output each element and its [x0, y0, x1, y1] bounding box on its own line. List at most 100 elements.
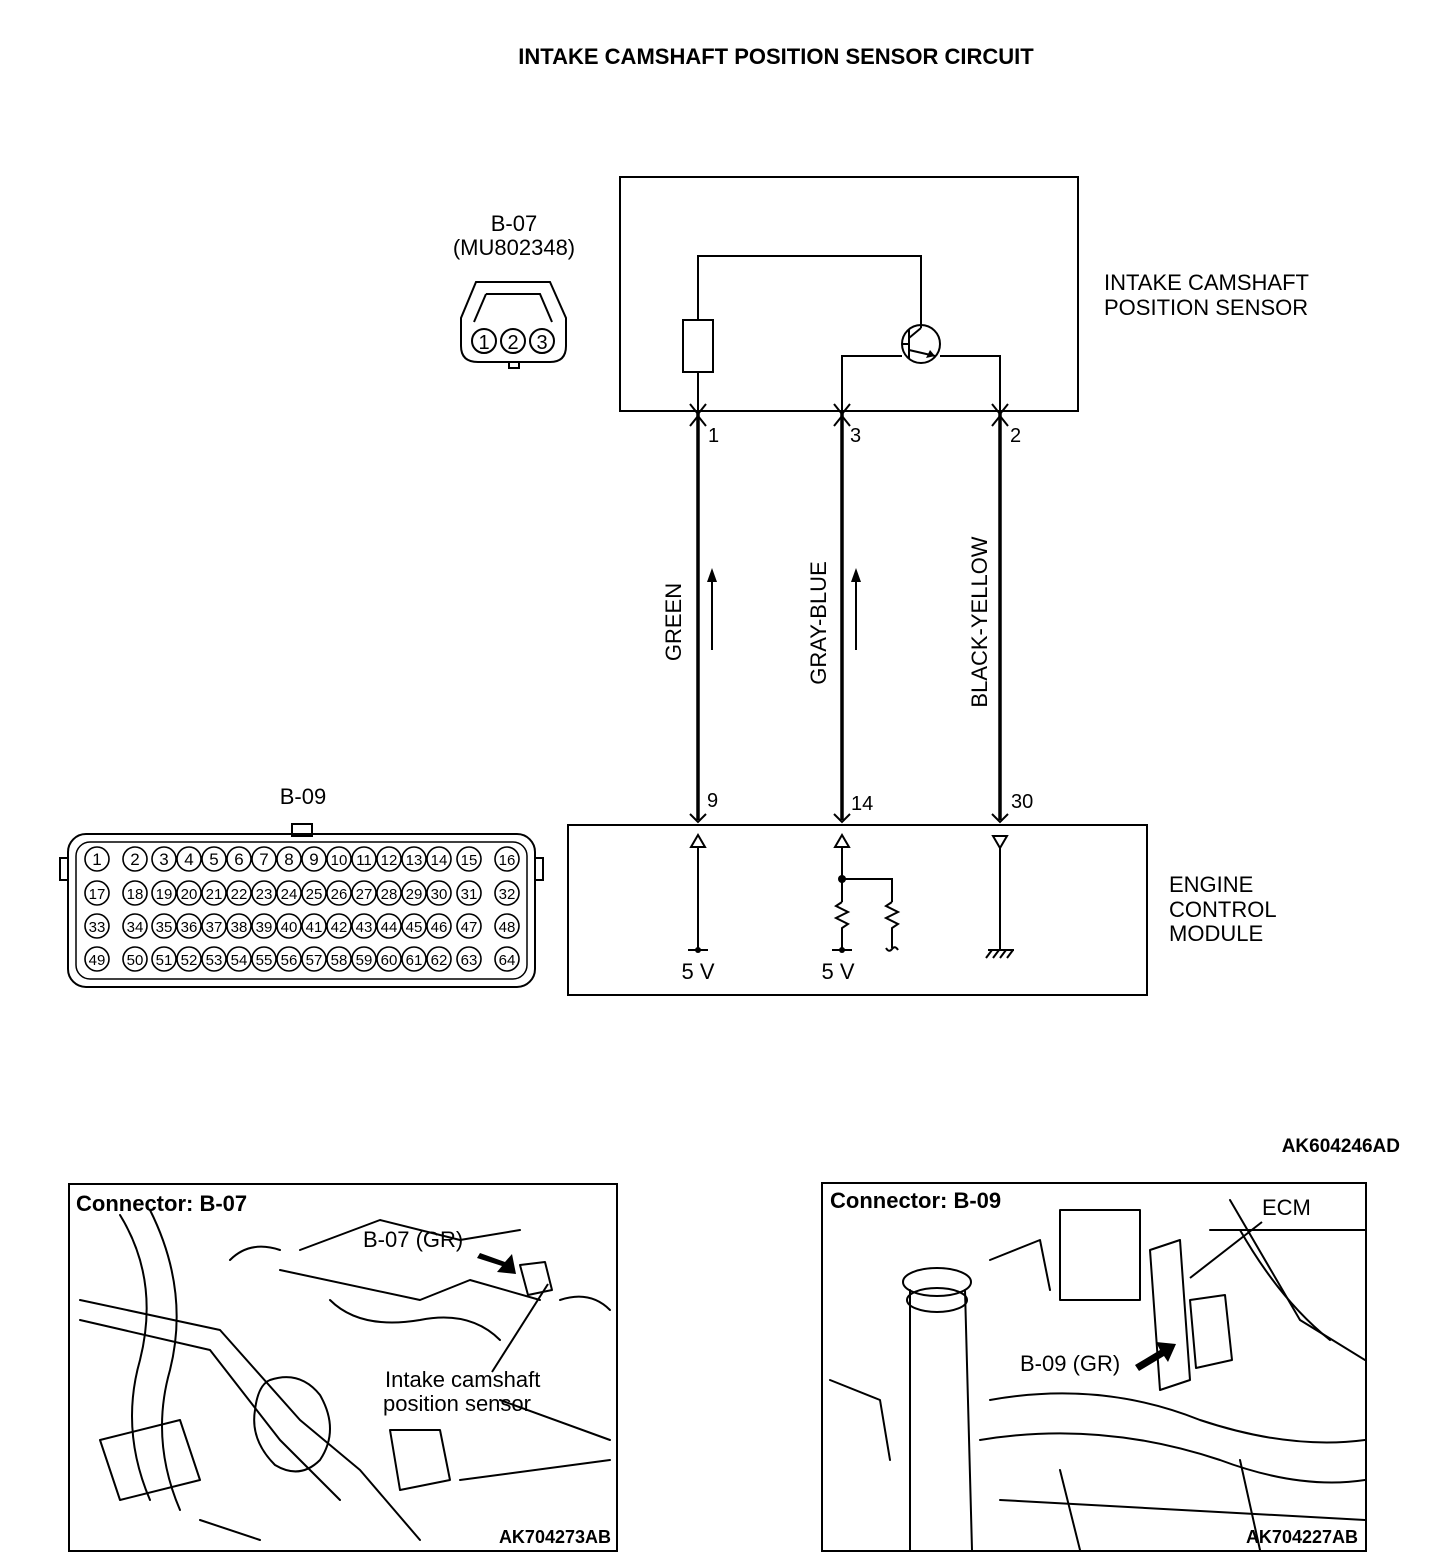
ecm-pin-circle	[426, 880, 452, 906]
ecm-pin-number: 1	[92, 850, 101, 869]
ecm-pin-number: 7	[259, 850, 268, 869]
ecm-pin-circle	[401, 913, 427, 939]
panel-b07-callout: B-07 (GR)	[363, 1227, 463, 1252]
wire-color-gray-blue: GRAY-BLUE	[806, 561, 831, 685]
ecm-pin-circle	[151, 880, 177, 906]
ecm-pin-number: 41	[306, 919, 323, 936]
ecm-pin-number: 60	[381, 952, 398, 969]
ecm-connector-id: B-09	[280, 784, 326, 809]
ecm-pin-circle	[176, 846, 202, 872]
wire-color-green: GREEN	[661, 583, 686, 661]
ecm-pin-circle	[84, 846, 110, 872]
ecm-pin-number: 6	[234, 850, 243, 869]
ecm-pin-circle	[226, 946, 252, 972]
engine-bay-photo-b07	[79, 1209, 611, 1541]
sensor-label-line2: POSITION SENSOR	[1104, 295, 1308, 320]
ecm-pin-number: 52	[181, 952, 198, 969]
ecm-pin-circle	[426, 846, 452, 872]
sensor-label-line1: INTAKE CAMSHAFT	[1104, 270, 1309, 295]
sensor-connector-pin-1: 1	[478, 332, 489, 354]
ecm-pin-number: 14	[431, 852, 448, 869]
resistor-symbol	[682, 319, 714, 373]
ecm-pin-number: 45	[406, 919, 423, 936]
ecm-pin-circle	[376, 946, 402, 972]
ecm-pin-circle	[376, 846, 402, 872]
ecm-pin-circle	[151, 846, 177, 872]
ecm-pin-number: 4	[184, 850, 193, 869]
engine-control-module: 5 V 5 V ENGINE CONTROL MODULE	[567, 824, 1277, 996]
ecm-5v-source-pin14: 5 V	[821, 959, 854, 984]
ecm-pin-circle	[122, 913, 148, 939]
ecm-pin-circle	[494, 913, 520, 939]
ecm-pin-circle	[226, 846, 252, 872]
sensor-pin-1-number: 1	[708, 425, 719, 447]
ecm-pin-number: 42	[331, 919, 348, 936]
ecm-pin-number: 19	[156, 886, 173, 903]
diagram-title: INTAKE CAMSHAFT POSITION SENSOR CIRCUIT	[518, 44, 1034, 69]
ecm-pin-number: 59	[356, 952, 373, 969]
ecm-pin-number: 18	[127, 886, 144, 903]
ecm-pin-30-number: 30	[1011, 791, 1033, 813]
ecm-pin-number: 53	[206, 952, 223, 969]
ecm-pin-number: 11	[356, 852, 372, 869]
ecm-pin-number: 44	[381, 919, 398, 936]
ecm-label-line2: CONTROL	[1169, 897, 1277, 922]
ecm-pin-number: 34	[127, 919, 144, 936]
ecm-pin-number: 30	[431, 886, 448, 903]
ecm-pin-number: 25	[306, 886, 323, 903]
ecm-pin-number: 2	[130, 850, 139, 869]
ecm-pin-number: 51	[156, 952, 173, 969]
ecm-pin-number: 24	[281, 886, 298, 903]
ecm-pin-number: 58	[331, 952, 348, 969]
ecm-pin-circle	[494, 946, 520, 972]
panel-b09-title: Connector: B-09	[830, 1188, 1001, 1213]
ecm-pin-circle	[456, 846, 482, 872]
ecm-pin-circle	[401, 946, 427, 972]
ecm-pin-circle	[426, 946, 452, 972]
ecm-pin-circle	[84, 880, 110, 906]
wire-gray-blue: 3 14 GRAY-BLUE	[806, 403, 873, 824]
ecm-pin-number: 22	[231, 886, 248, 903]
ecm-pin-number: 33	[89, 919, 106, 936]
ecm-pin-number: 46	[431, 919, 448, 936]
ecm-pin-circle	[151, 913, 177, 939]
panel-b07-note-line2: position sensor	[383, 1391, 531, 1416]
ecm-pin-number: 17	[89, 886, 106, 903]
ecm-pin-circle	[326, 846, 352, 872]
callout-arrow-icon	[477, 1253, 516, 1274]
ecm-pin-circle	[456, 946, 482, 972]
ground-icon	[985, 949, 1014, 959]
wire-green: 1 9 GREEN	[661, 403, 719, 824]
engine-bay-photo-b09	[829, 1199, 1365, 1550]
ecm-pin-circle	[456, 913, 482, 939]
ecm-pin-number: 47	[461, 919, 478, 936]
ecm-pin-number: 62	[431, 952, 448, 969]
ecm-pin-number: 9	[309, 850, 318, 869]
ecm-pin-number: 5	[209, 850, 218, 869]
ecm-pin-circle	[122, 846, 148, 872]
ecm-pin-number: 39	[256, 919, 273, 936]
ecm-pin-number: 61	[406, 952, 423, 969]
ecm-pin-circle	[401, 846, 427, 872]
ecm-pin-circle	[376, 913, 402, 939]
ecm-pin-circle	[276, 880, 302, 906]
ecm-pin-number: 35	[156, 919, 173, 936]
ecm-pin-circle	[151, 946, 177, 972]
ecm-pin-circle	[251, 946, 277, 972]
panel-b07-figure-id: AK704273AB	[499, 1527, 611, 1547]
sensor-part-number: (MU802348)	[453, 235, 575, 260]
ecm-pin-number: 29	[406, 886, 423, 903]
ecm-pin-circle	[201, 846, 227, 872]
panel-b07-title: Connector: B-07	[76, 1191, 247, 1216]
ecm-pin-number: 8	[284, 850, 293, 869]
ecm-pin-number: 43	[356, 919, 373, 936]
ecm-pin-circle	[201, 946, 227, 972]
ecm-label-line1: ENGINE	[1169, 872, 1253, 897]
ecm-pin-number: 48	[499, 919, 516, 936]
ecm-pin-circle	[251, 880, 277, 906]
ecm-pin-circle	[301, 846, 327, 872]
ecm-pin-number: 31	[461, 886, 478, 903]
ecm-pin-circle	[226, 880, 252, 906]
intake-camshaft-position-sensor: INTAKE CAMSHAFT POSITION SENSOR	[619, 176, 1309, 412]
